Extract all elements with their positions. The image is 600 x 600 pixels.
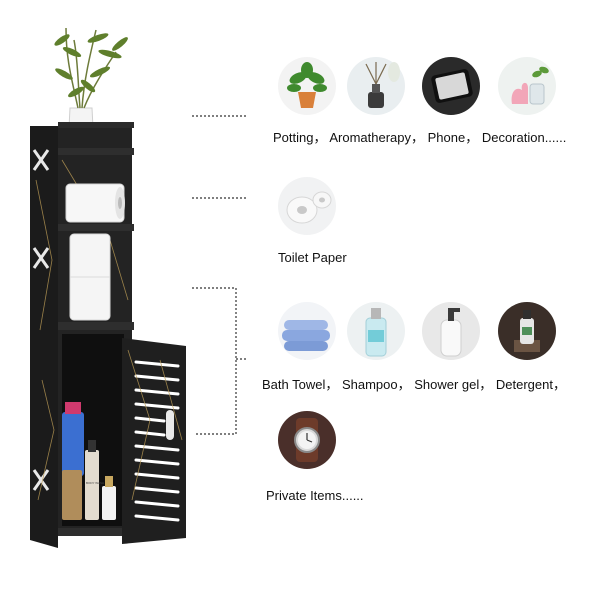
decoration-icon: [498, 57, 556, 115]
row3-label: Bath Towel， Shampoo， Shower gel， Deterge…: [262, 377, 566, 392]
shower-gel-icon: [422, 302, 480, 360]
toilet-paper-icon: [278, 177, 336, 235]
private-items-label: Private Items......: [266, 488, 364, 503]
bottles-icon: BODY WASH: [62, 402, 116, 520]
bath-towel-icon: [278, 302, 336, 360]
toilet-paper-label: Toilet Paper: [278, 250, 347, 265]
phone-icon: [422, 57, 480, 115]
watch-icon: [278, 411, 336, 469]
row1-label: Potting， Aromatherapy， Phone， Decoration…: [273, 130, 567, 145]
potting-icon: [278, 57, 336, 115]
aromatherapy-icon: [347, 57, 405, 115]
leader-lines: [192, 115, 248, 435]
shampoo-icon: [347, 302, 405, 360]
detergent-icon: [498, 302, 556, 360]
toilet-paper-roll-icon: [65, 183, 125, 223]
bottle-label: BODY WASH: [86, 481, 104, 485]
paper-roll-stack-icon: [69, 233, 111, 321]
cabinet: BODY WASH: [30, 27, 186, 548]
cabinet-door: [122, 338, 186, 544]
